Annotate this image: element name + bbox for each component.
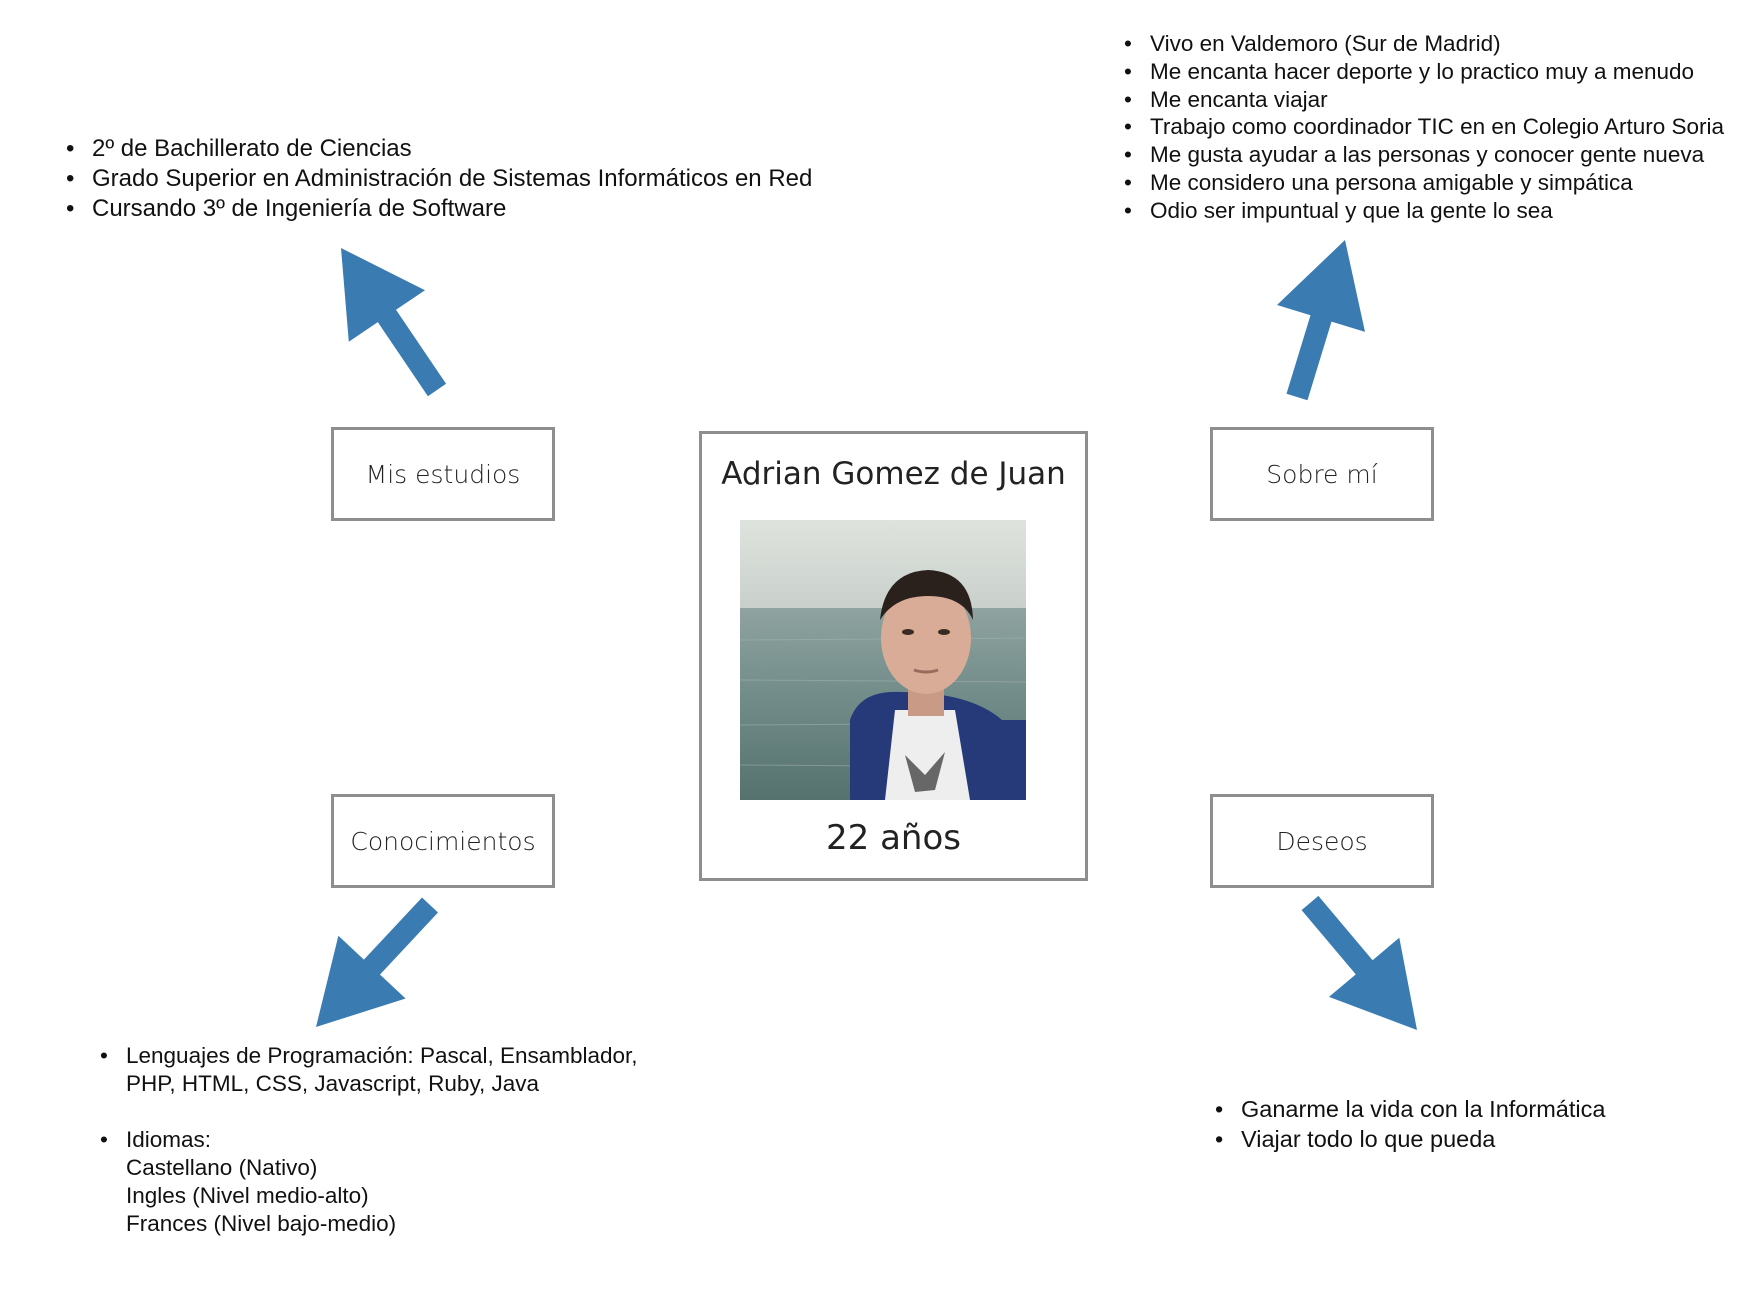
knowledge-line: Idiomas: (126, 1127, 212, 1152)
about-arrow-icon (1277, 240, 1365, 401)
knowledge-line: Lenguajes de Programación: Pascal, Ensam… (126, 1043, 638, 1068)
about-item: Me encanta viajar (1124, 86, 1724, 114)
about-item: Me encanta hacer deporte y lo practico m… (1124, 58, 1724, 86)
studies-item: Cursando 3º de Ingeniería de Software (66, 194, 812, 224)
studies-list: 2º de Bachillerato de Ciencias Grado Sup… (66, 134, 812, 224)
about-item: Me gusta ayudar a las personas y conocer… (1124, 141, 1724, 169)
profile-age: 22 años (826, 818, 961, 858)
knowledge-line: Ingles (Nivel medio-alto) (126, 1183, 369, 1208)
knowledge-box[interactable]: Conocimientos (331, 794, 555, 888)
about-list: Vivo en Valdemoro (Sur de Madrid) Me enc… (1124, 30, 1724, 225)
wishes-item: Viajar todo lo que pueda (1215, 1124, 1605, 1154)
wishes-item: Ganarme la vida con la Informática (1215, 1094, 1605, 1124)
knowledge-line: PHP, HTML, CSS, Javascript, Ruby, Java (126, 1071, 540, 1096)
studies-item: 2º de Bachillerato de Ciencias (66, 134, 812, 164)
about-item: Trabajo como coordinador TIC en en Coleg… (1124, 113, 1724, 141)
profile-card: Adrian Gomez de Juan (699, 431, 1088, 881)
knowledge-line: Castellano (Nativo) (126, 1155, 318, 1180)
wishes-box-label: Deseos (1276, 826, 1368, 856)
portrait-image (740, 520, 1026, 800)
studies-arrow-icon (341, 248, 447, 397)
wishes-box[interactable]: Deseos (1210, 794, 1434, 888)
knowledge-line: Frances (Nivel bajo-medio) (126, 1211, 397, 1236)
wishes-arrow-icon (1301, 895, 1417, 1030)
studies-box-label: Mis estudios (365, 459, 521, 489)
studies-box[interactable]: Mis estudios (331, 427, 555, 521)
about-item: Odio ser impuntual y que la gente lo sea (1124, 197, 1724, 225)
profile-name: Adrian Gomez de Juan (721, 456, 1066, 492)
knowledge-list: Lenguajes de Programación: Pascal, Ensam… (100, 1042, 638, 1238)
profile-photo (740, 520, 1026, 800)
about-box-label: Sobre mí (1266, 459, 1378, 489)
about-item: Vivo en Valdemoro (Sur de Madrid) (1124, 30, 1724, 58)
knowledge-item: Idiomas: Castellano (Nativo) Ingles (Niv… (100, 1126, 638, 1238)
knowledge-item: Lenguajes de Programación: Pascal, Ensam… (100, 1042, 638, 1098)
studies-item: Grado Superior en Administración de Sist… (66, 164, 812, 194)
knowledge-box-label: Conocimientos (350, 826, 536, 856)
knowledge-arrow-icon (316, 897, 438, 1027)
wishes-list: Ganarme la vida con la Informática Viaja… (1215, 1094, 1605, 1154)
about-item: Me considero una persona amigable y simp… (1124, 169, 1724, 197)
about-box[interactable]: Sobre mí (1210, 427, 1434, 521)
